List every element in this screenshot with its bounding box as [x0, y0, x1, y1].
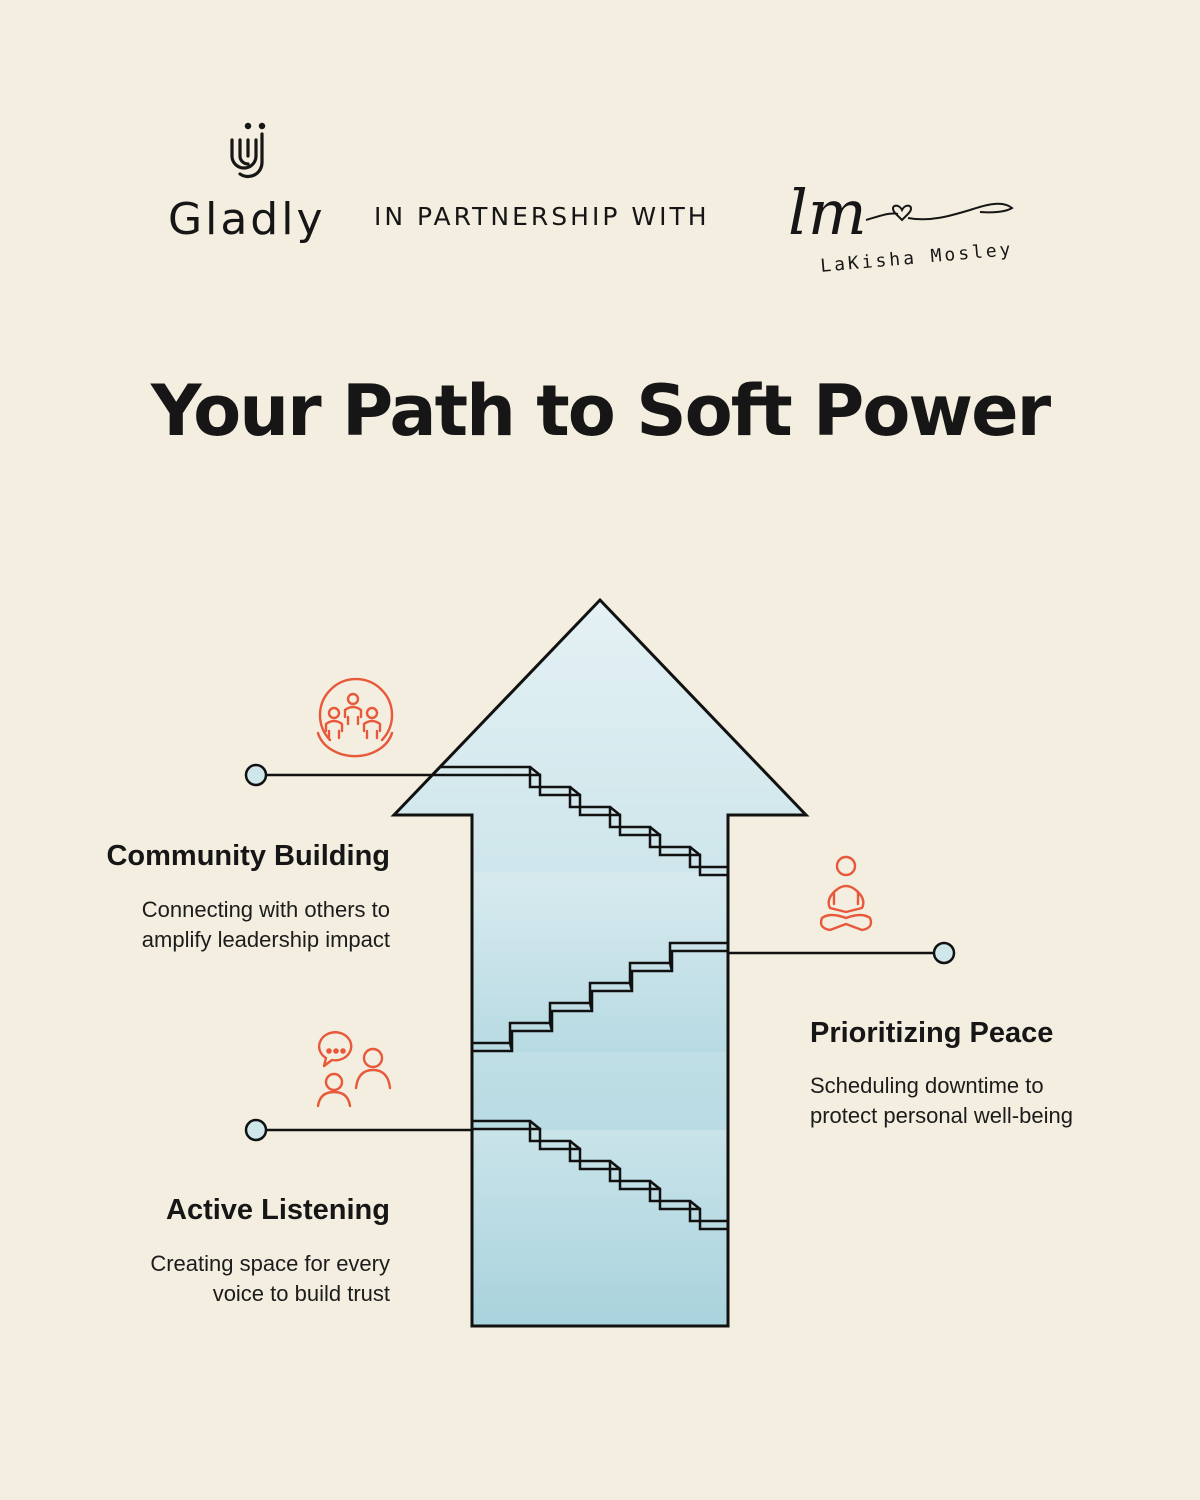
description-line: Creating space for every — [150, 1251, 390, 1276]
partnership-text: IN PARTNERSHIP WITH — [374, 202, 710, 231]
staircase-3 — [472, 1119, 728, 1231]
meditation-icon — [819, 855, 873, 932]
connector-community — [244, 763, 434, 787]
description-line: amplify leadership impact — [141, 927, 390, 952]
description-line: voice to build trust — [212, 1281, 390, 1306]
staircase-1 — [434, 765, 728, 877]
page-title: Your Path to Soft Power — [150, 370, 1051, 452]
connector-listening — [244, 1118, 472, 1142]
description-line: protect personal well-being — [810, 1103, 1073, 1128]
step-description-active-listening: Creating space for every voice to build … — [50, 1249, 390, 1309]
step-title-active-listening: Active Listening — [166, 1194, 390, 1226]
community-icon — [316, 677, 394, 758]
description-line: Scheduling downtime to — [810, 1073, 1044, 1098]
gladly-wordmark: Gladly — [168, 194, 326, 245]
partner-logo: lm LaKisha Mosley — [788, 176, 1014, 277]
step-title-community-building: Community Building — [106, 840, 390, 872]
step-description-prioritizing-peace: Scheduling downtime to protect personal … — [810, 1071, 1150, 1131]
step-title-prioritizing-peace: Prioritizing Peace — [810, 1017, 1054, 1049]
arrow-body — [390, 597, 810, 1328]
gladly-logo-icon — [230, 122, 266, 179]
connector-peace — [728, 941, 956, 965]
staircase-2 — [472, 941, 728, 1053]
description-line: Connecting with others to — [141, 897, 390, 922]
partner-monogram: lm — [788, 176, 867, 249]
step-description-community-building: Connecting with others to amplify leader… — [50, 895, 390, 955]
conversation-icon — [316, 1031, 392, 1108]
